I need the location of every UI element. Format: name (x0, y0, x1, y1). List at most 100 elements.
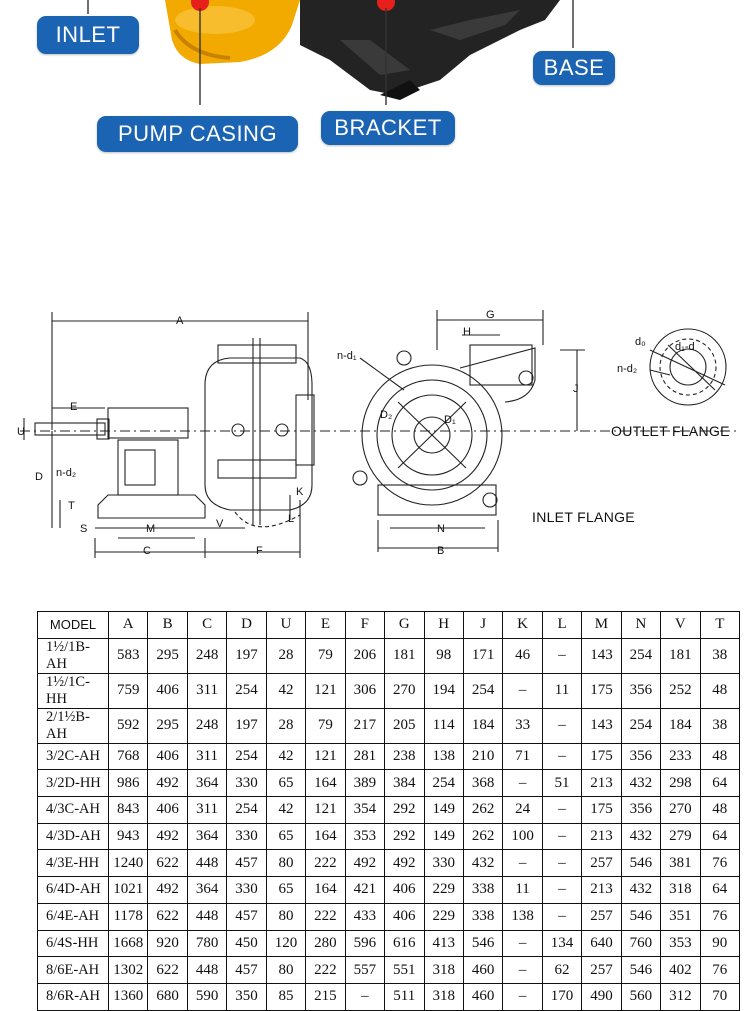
dim-d0: d₀ (635, 336, 646, 348)
table-cell: 546 (620, 849, 662, 878)
table-cell: 262 (462, 796, 504, 824)
table-cell: – (502, 769, 543, 798)
table-cell: 295 (147, 707, 188, 744)
table-cell: 450 (226, 929, 267, 958)
table-cell: 330 (423, 849, 464, 878)
table-cell: 254 (423, 769, 464, 798)
table-cell: 64 (699, 876, 741, 904)
dim-nd2-outlet: n-d₂ (617, 363, 637, 375)
table-cell: 138 (502, 902, 543, 931)
table-cell: 279 (660, 822, 701, 851)
table-cell: 354 (344, 796, 386, 824)
table-cell: 121 (305, 742, 346, 771)
table-cell: 46 (502, 637, 543, 674)
table-cell: – (541, 637, 583, 674)
table-cell: 596 (344, 929, 386, 958)
dim-G: G (486, 309, 495, 321)
table-cell: 38 (699, 637, 741, 674)
table-cell: 292 (384, 796, 425, 824)
table-cell: 164 (305, 876, 346, 904)
table-cell: 79 (305, 707, 346, 744)
table-cell: 171 (462, 637, 504, 674)
table-cell: 252 (660, 672, 701, 709)
table-cell: 546 (462, 929, 504, 958)
table-cell: 121 (305, 672, 346, 709)
table-cell: 184 (462, 707, 504, 744)
table-cell: 257 (581, 849, 622, 878)
dim-H: H (463, 326, 471, 338)
table-cell: 222 (305, 956, 346, 984)
table-cell: – (502, 929, 543, 958)
table-cell: 622 (147, 956, 188, 984)
table-cell: 640 (581, 929, 622, 958)
table-cell: 457 (226, 956, 267, 984)
model-cell: 3/2C-AH (37, 742, 109, 771)
header-V: V (660, 611, 701, 639)
table-cell: – (541, 849, 583, 878)
table-cell: 1240 (107, 849, 149, 878)
table-cell: 197 (226, 707, 267, 744)
table-cell: 421 (344, 876, 386, 904)
table-cell: 356 (620, 672, 662, 709)
table-cell: 24 (502, 796, 543, 824)
table-cell: 920 (147, 929, 188, 958)
table-header-row: MODEL A B C D U E F G H J K L M N V T (37, 611, 741, 639)
table-cell: 457 (226, 902, 267, 931)
table-cell: 448 (186, 902, 228, 931)
table-cell: 986 (107, 769, 149, 798)
table-cell: – (541, 742, 583, 771)
table-cell: 222 (305, 902, 346, 931)
table-cell: 270 (384, 672, 425, 709)
dim-D: D (35, 471, 43, 483)
table-cell: 76 (699, 956, 741, 984)
table-cell: 197 (226, 637, 267, 674)
table-cell: 48 (699, 796, 741, 824)
table-cell: – (502, 849, 543, 878)
header-E: E (305, 611, 346, 639)
table-cell: 353 (344, 822, 386, 851)
header-C: C (186, 611, 228, 639)
table-cell: 433 (344, 902, 386, 931)
table-cell: 143 (581, 637, 622, 674)
table-cell: 175 (581, 742, 622, 771)
model-cell: 4/3C-AH (37, 796, 109, 824)
table-cell: 248 (186, 707, 228, 744)
header-T: T (699, 611, 741, 639)
table-cell: 546 (620, 956, 662, 984)
header-H: H (423, 611, 464, 639)
table-cell: 181 (384, 637, 425, 674)
model-cell: 8/6R-AH (37, 982, 109, 1011)
table-cell: 254 (226, 796, 267, 824)
table-cell: 248 (186, 637, 228, 674)
header-G: G (384, 611, 425, 639)
pump-casing-label: PUMP CASING (97, 116, 298, 152)
dim-C: C (143, 545, 151, 557)
table-cell: 85 (265, 982, 307, 1011)
table-cell: 318 (423, 956, 464, 984)
table-cell: 943 (107, 822, 149, 851)
table-cell: 511 (384, 982, 425, 1011)
header-N: N (620, 611, 662, 639)
model-cell: 8/6E-AH (37, 956, 109, 984)
table-cell: 590 (186, 982, 228, 1011)
table-cell: 71 (502, 742, 543, 771)
table-cell: 492 (147, 822, 188, 851)
table-cell: 492 (147, 876, 188, 904)
bracket-label: BRACKET (321, 111, 455, 145)
table-cell: – (344, 982, 386, 1011)
table-cell: 270 (660, 796, 701, 824)
table-cell: 98 (423, 637, 464, 674)
table-cell: 76 (699, 849, 741, 878)
table-cell: 311 (186, 796, 228, 824)
inlet-flange-caption: INLET FLANGE (532, 509, 635, 525)
dim-S: S (80, 523, 87, 535)
table-cell: 42 (265, 796, 307, 824)
table-cell: 551 (384, 956, 425, 984)
table-cell: 350 (226, 982, 267, 1011)
table-cell: 490 (581, 982, 622, 1011)
table-cell: 65 (265, 822, 307, 851)
table-cell: 48 (699, 672, 741, 709)
